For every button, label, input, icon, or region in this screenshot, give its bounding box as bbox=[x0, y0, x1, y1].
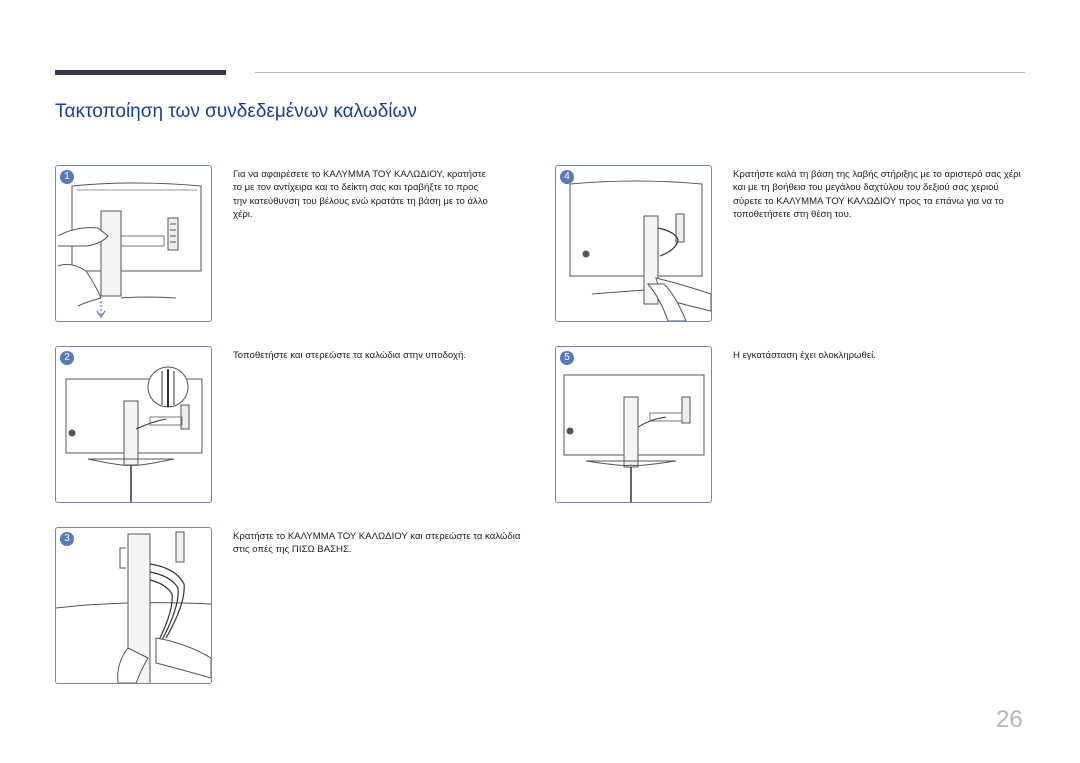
header-accent-bar bbox=[55, 70, 226, 75]
cable-cover-slide-up-drawing bbox=[569, 180, 711, 321]
monitor-back-cable-cover-removal-drawing bbox=[57, 182, 202, 319]
header-rule bbox=[255, 72, 1025, 73]
step-3-instruction: Κρατήστε το ΚΑΛΥΜΜΑ ΤΟΥ ΚΑΛΩΔΙΟΥ και στε… bbox=[233, 531, 521, 556]
page-title: Τακτοποίηση των συνδεδεμένων καλωδίων bbox=[55, 101, 417, 122]
step-2-illustration: 2 bbox=[55, 346, 212, 503]
step-5-number: 5 bbox=[560, 351, 574, 365]
step-3-number: 3 bbox=[60, 532, 74, 546]
step-4-number: 4 bbox=[560, 170, 574, 184]
page-number: 26 bbox=[996, 706, 1023, 733]
step-5-instruction: Η εγκατάσταση έχει ολοκληρωθεί. bbox=[733, 350, 876, 361]
step-1-illustration: 1 bbox=[55, 165, 212, 322]
step-2-instruction: Τοποθετήστε και στερεώστε τα καλώδια στη… bbox=[233, 350, 467, 361]
cables-in-slot-drawing bbox=[65, 366, 203, 502]
step-3-illustration: 3 bbox=[55, 527, 212, 684]
cable-cover-hold-drawing bbox=[56, 531, 211, 683]
step-1-number: 1 bbox=[60, 170, 74, 184]
step-2-number: 2 bbox=[60, 351, 74, 365]
step-5-illustration: 5 bbox=[555, 346, 712, 503]
installation-complete-drawing bbox=[563, 374, 705, 502]
step-1-instruction: Για να αφαιρέσετε το ΚΑΛΥΜΜΑ ΤΟΥ ΚΑΛΩΔΙΟ… bbox=[233, 169, 488, 220]
step-4-instruction: Κρατήστε καλά τη βάση της λαβής στήριξης… bbox=[733, 169, 1021, 220]
step-4-illustration: 4 bbox=[555, 165, 712, 322]
